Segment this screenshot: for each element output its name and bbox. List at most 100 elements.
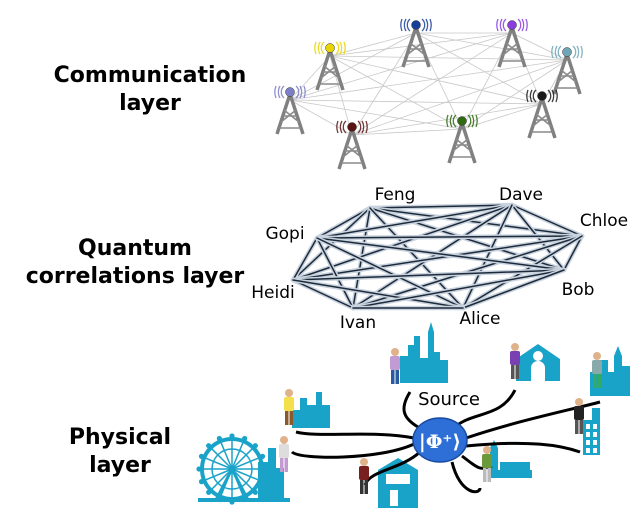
correlation-link bbox=[369, 204, 513, 209]
chapel-top-right bbox=[516, 344, 560, 381]
source-label: Source bbox=[418, 389, 480, 410]
correlation-link bbox=[292, 269, 565, 281]
person-right bbox=[592, 352, 602, 388]
physical-layer-label: Physical layer bbox=[55, 424, 185, 479]
fiber-link bbox=[465, 441, 581, 454]
node-label-dave: Dave bbox=[499, 185, 543, 205]
people bbox=[279, 343, 602, 494]
tower-green-icon bbox=[446, 114, 478, 164]
quantum-layer-label: Quantum correlations layer bbox=[5, 235, 265, 290]
correlation-link bbox=[316, 237, 565, 271]
comm-link bbox=[351, 32, 513, 136]
quantum-correlation-mesh bbox=[290, 202, 585, 311]
person-lower-left bbox=[279, 436, 289, 472]
correlation-link bbox=[292, 235, 583, 281]
shop-door bbox=[390, 490, 398, 506]
correlation-link bbox=[316, 204, 513, 239]
comm-link bbox=[329, 55, 353, 136]
correlation-link bbox=[316, 235, 583, 239]
comm-link bbox=[289, 99, 353, 136]
node-label-heidi: Heidi bbox=[251, 283, 294, 303]
ground-lower-left bbox=[198, 498, 290, 502]
person-top-center bbox=[390, 348, 400, 384]
skyline-lower-left bbox=[258, 448, 284, 500]
comm-link bbox=[289, 32, 417, 101]
person-right-lower bbox=[574, 398, 584, 434]
comm-link bbox=[461, 103, 543, 130]
entanglement-source: Source |Φ⁺⟩ bbox=[412, 389, 480, 463]
correlation-link bbox=[462, 269, 565, 309]
comm-link bbox=[289, 55, 331, 101]
tower-purple-icon bbox=[496, 18, 528, 68]
comm-link bbox=[289, 99, 463, 130]
correlation-link bbox=[563, 235, 583, 271]
comm-link bbox=[289, 32, 513, 101]
comm-link bbox=[329, 55, 543, 105]
skyline-left bbox=[292, 392, 330, 428]
tower-maroon-icon bbox=[336, 120, 368, 170]
correlation-link bbox=[511, 204, 583, 237]
fiber-link bbox=[295, 430, 415, 440]
office-windows bbox=[586, 424, 597, 453]
node-label-chloe: Chloe bbox=[580, 211, 628, 231]
quantum-layer-label-line1: Quantum bbox=[78, 236, 192, 261]
person-top-right bbox=[510, 343, 520, 379]
fiber-link bbox=[450, 461, 482, 494]
comm-link bbox=[511, 32, 568, 61]
node-label-alice: Alice bbox=[460, 309, 501, 329]
communication-mesh bbox=[289, 32, 568, 136]
tower-black-icon bbox=[526, 89, 558, 139]
tower-lavender-icon bbox=[274, 85, 306, 135]
bell-state-symbol: |Φ⁺⟩ bbox=[419, 431, 461, 453]
communication-layer-label: Communication layer bbox=[45, 62, 255, 117]
comm-link bbox=[351, 128, 463, 136]
comm-link bbox=[289, 59, 568, 101]
correlation-link bbox=[292, 279, 464, 309]
correlation-link bbox=[316, 207, 371, 239]
node-label-gopi: Gopi bbox=[265, 224, 304, 244]
person-left bbox=[284, 389, 294, 425]
skyline-top-center bbox=[400, 322, 448, 383]
correlation-link bbox=[462, 204, 513, 309]
comm-link bbox=[329, 55, 463, 130]
node-label-feng: Feng bbox=[375, 185, 416, 205]
communication-towers bbox=[274, 18, 583, 170]
rose-window bbox=[533, 351, 543, 361]
comm-link bbox=[415, 32, 543, 105]
node-label-bob: Bob bbox=[562, 280, 595, 300]
tower-yellow-icon bbox=[314, 41, 346, 91]
comm-link bbox=[351, 32, 417, 136]
office-tower-right bbox=[583, 408, 600, 455]
correlation-link bbox=[352, 269, 565, 309]
comm-link bbox=[289, 99, 543, 105]
comm-link bbox=[461, 59, 568, 130]
correlation-link bbox=[316, 237, 354, 309]
church-bottom-center bbox=[490, 440, 532, 478]
city-skylines bbox=[196, 322, 630, 508]
tower-teal-icon bbox=[551, 45, 583, 95]
correlation-link bbox=[292, 279, 354, 309]
person-bottom-center bbox=[482, 446, 492, 482]
correlation-link bbox=[292, 237, 318, 281]
church-body bbox=[500, 462, 530, 470]
correlation-link bbox=[292, 204, 513, 281]
physical-layer-label-line2: layer bbox=[89, 452, 151, 478]
physical-layer-label-line1: Physical bbox=[68, 425, 172, 450]
person-bottom-left bbox=[359, 458, 369, 494]
source-node bbox=[412, 417, 468, 463]
fiber-link bbox=[465, 400, 601, 440]
comm-link bbox=[329, 32, 417, 57]
fiber-link bbox=[290, 442, 415, 459]
tower-blue-icon bbox=[400, 18, 432, 68]
shop-awning bbox=[386, 474, 410, 484]
correlation-link bbox=[316, 237, 464, 309]
communication-layer-label-line1: Communication bbox=[53, 63, 247, 88]
communication-layer-label-line2: layer bbox=[119, 90, 181, 116]
quantum-layer-label-line2: correlations layer bbox=[25, 263, 245, 289]
correlation-link bbox=[369, 207, 583, 237]
comm-link bbox=[329, 55, 568, 61]
comm-link bbox=[351, 59, 568, 136]
ferris-wheel-icon bbox=[196, 433, 268, 505]
